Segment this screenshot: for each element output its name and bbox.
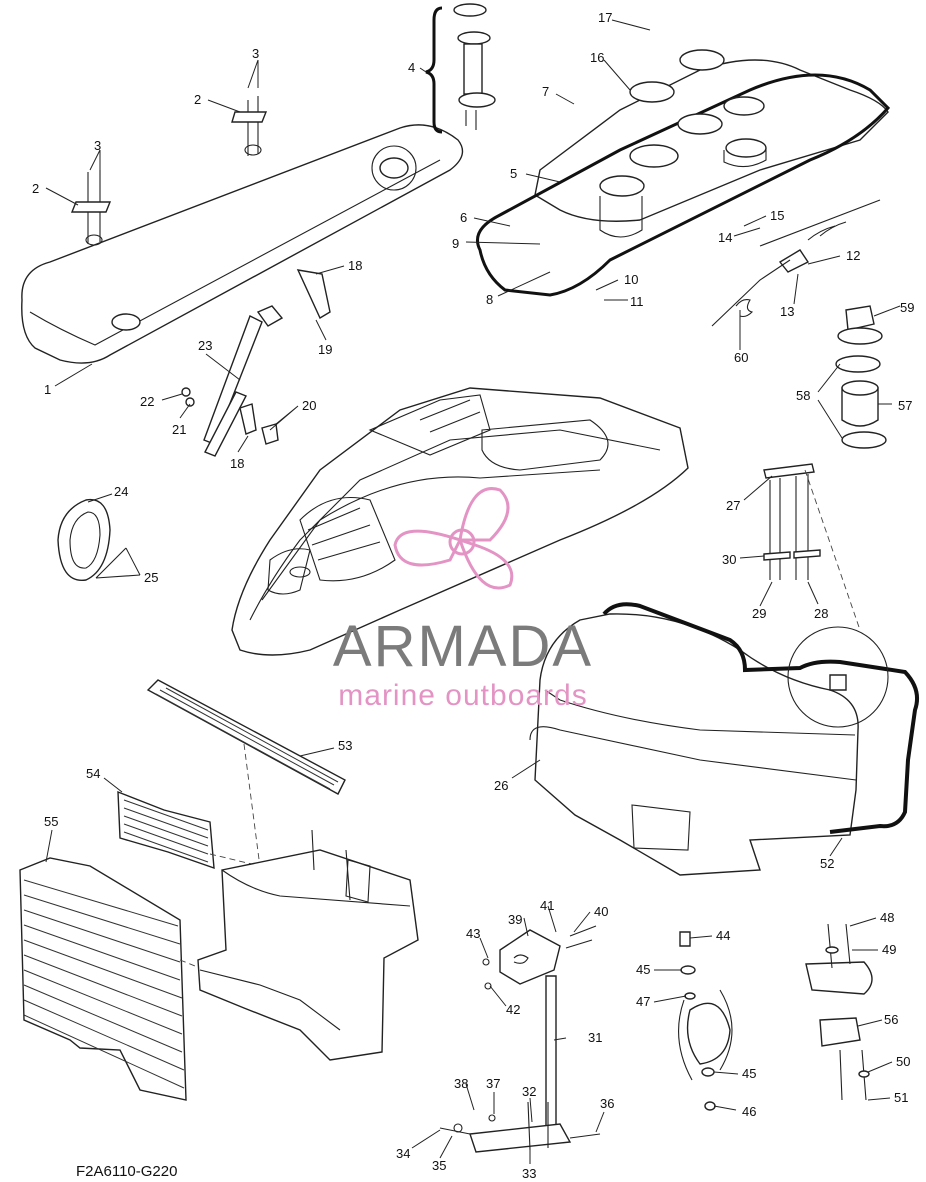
leader-lines — [45, 19, 901, 1164]
callout-18: 18 — [348, 258, 362, 273]
part-hatch-cover — [21, 96, 464, 364]
callout-47: 47 — [636, 994, 650, 1009]
callout-23: 23 — [198, 338, 212, 353]
callout-26: 26 — [494, 778, 508, 793]
callout-36: 36 — [600, 1096, 614, 1111]
part-boat-hull — [231, 387, 689, 656]
part-steering-linkage — [439, 925, 601, 1153]
callout-2: 2 — [194, 92, 201, 107]
callout-12: 12 — [846, 248, 860, 263]
callout-49: 49 — [882, 942, 896, 957]
callout-31: 31 — [588, 1030, 602, 1045]
part-linkage — [711, 199, 881, 327]
callout-16: 16 — [590, 50, 604, 65]
callout-45: 45 — [742, 1066, 756, 1081]
callout-59: 59 — [900, 300, 914, 315]
callout-19: 19 — [318, 342, 332, 357]
callout-22: 22 — [140, 394, 154, 409]
propeller-logo-icon — [393, 487, 514, 590]
callout-labels: 1 2 2 3 3 4 5 6 7 8 9 10 11 12 13 14 15 … — [32, 10, 914, 1181]
callout-50: 50 — [896, 1054, 910, 1069]
callout-14: 14 — [718, 230, 732, 245]
callout-42: 42 — [506, 1002, 520, 1017]
part-dash-panel — [476, 49, 891, 297]
callout-44: 44 — [716, 928, 730, 943]
callout-56: 56 — [884, 1012, 898, 1027]
callout-30: 30 — [722, 552, 736, 567]
callout-21: 21 — [172, 422, 186, 437]
part-latch-assembly — [425, 3, 496, 134]
callout-39: 39 — [508, 912, 522, 927]
callout-2: 2 — [32, 181, 39, 196]
callout-54: 54 — [86, 766, 100, 781]
part-latch-hardware — [805, 923, 873, 1101]
callout-10: 10 — [624, 272, 638, 287]
callout-40: 40 — [594, 904, 608, 919]
callout-17: 17 — [598, 10, 612, 25]
callout-37: 37 — [486, 1076, 500, 1091]
callout-51: 51 — [894, 1090, 908, 1105]
callout-24: 24 — [114, 484, 128, 499]
callout-7: 7 — [542, 84, 549, 99]
diagram-code: F2A6110-G220 — [76, 1163, 177, 1180]
callout-33: 33 — [522, 1166, 536, 1181]
callout-15: 15 — [770, 208, 784, 223]
callout-28: 28 — [814, 606, 828, 621]
callout-34: 34 — [396, 1146, 410, 1161]
part-seat-hinges — [763, 463, 861, 631]
part-grate-53 — [146, 679, 346, 945]
part-hinge-clamp — [678, 931, 733, 1111]
part-bearing-plate — [57, 498, 141, 581]
callout-58: 58 — [796, 388, 810, 403]
callout-57: 57 — [898, 398, 912, 413]
callout-35: 35 — [432, 1158, 446, 1173]
callout-45: 45 — [636, 962, 650, 977]
callout-25: 25 — [144, 570, 158, 585]
callout-8: 8 — [486, 292, 493, 307]
callout-20: 20 — [302, 398, 316, 413]
callout-60: 60 — [734, 350, 748, 365]
callout-43: 43 — [466, 926, 480, 941]
callout-46: 46 — [742, 1104, 756, 1119]
watermark: ARMADA marine outboards — [333, 487, 593, 712]
callout-29: 29 — [752, 606, 766, 621]
part-storage-liner — [197, 829, 419, 1061]
callout-18: 18 — [230, 456, 244, 471]
callout-3: 3 — [252, 46, 259, 61]
callout-13: 13 — [780, 304, 794, 319]
callout-27: 27 — [726, 498, 740, 513]
callout-3: 3 — [94, 138, 101, 153]
callout-4: 4 — [408, 60, 415, 75]
part-filler-cap — [835, 305, 887, 449]
callout-9: 9 — [452, 236, 459, 251]
callout-6: 6 — [460, 210, 467, 225]
callout-55: 55 — [44, 814, 58, 829]
callout-32: 32 — [522, 1084, 536, 1099]
part-grate-54 — [117, 790, 261, 870]
callout-48: 48 — [880, 910, 894, 925]
callout-38: 38 — [454, 1076, 468, 1091]
part-rear-seat — [529, 602, 919, 876]
part-gas-strut — [181, 269, 331, 457]
part-grate-55 — [19, 857, 231, 1101]
watermark-tagline: marine outboards — [338, 679, 587, 712]
callout-1: 1 — [44, 382, 51, 397]
callout-41: 41 — [540, 898, 554, 913]
callout-5: 5 — [510, 166, 517, 181]
callout-53: 53 — [338, 738, 352, 753]
callout-11: 11 — [630, 294, 644, 309]
callout-52: 52 — [820, 856, 834, 871]
watermark-brand: ARMADA — [333, 614, 593, 679]
